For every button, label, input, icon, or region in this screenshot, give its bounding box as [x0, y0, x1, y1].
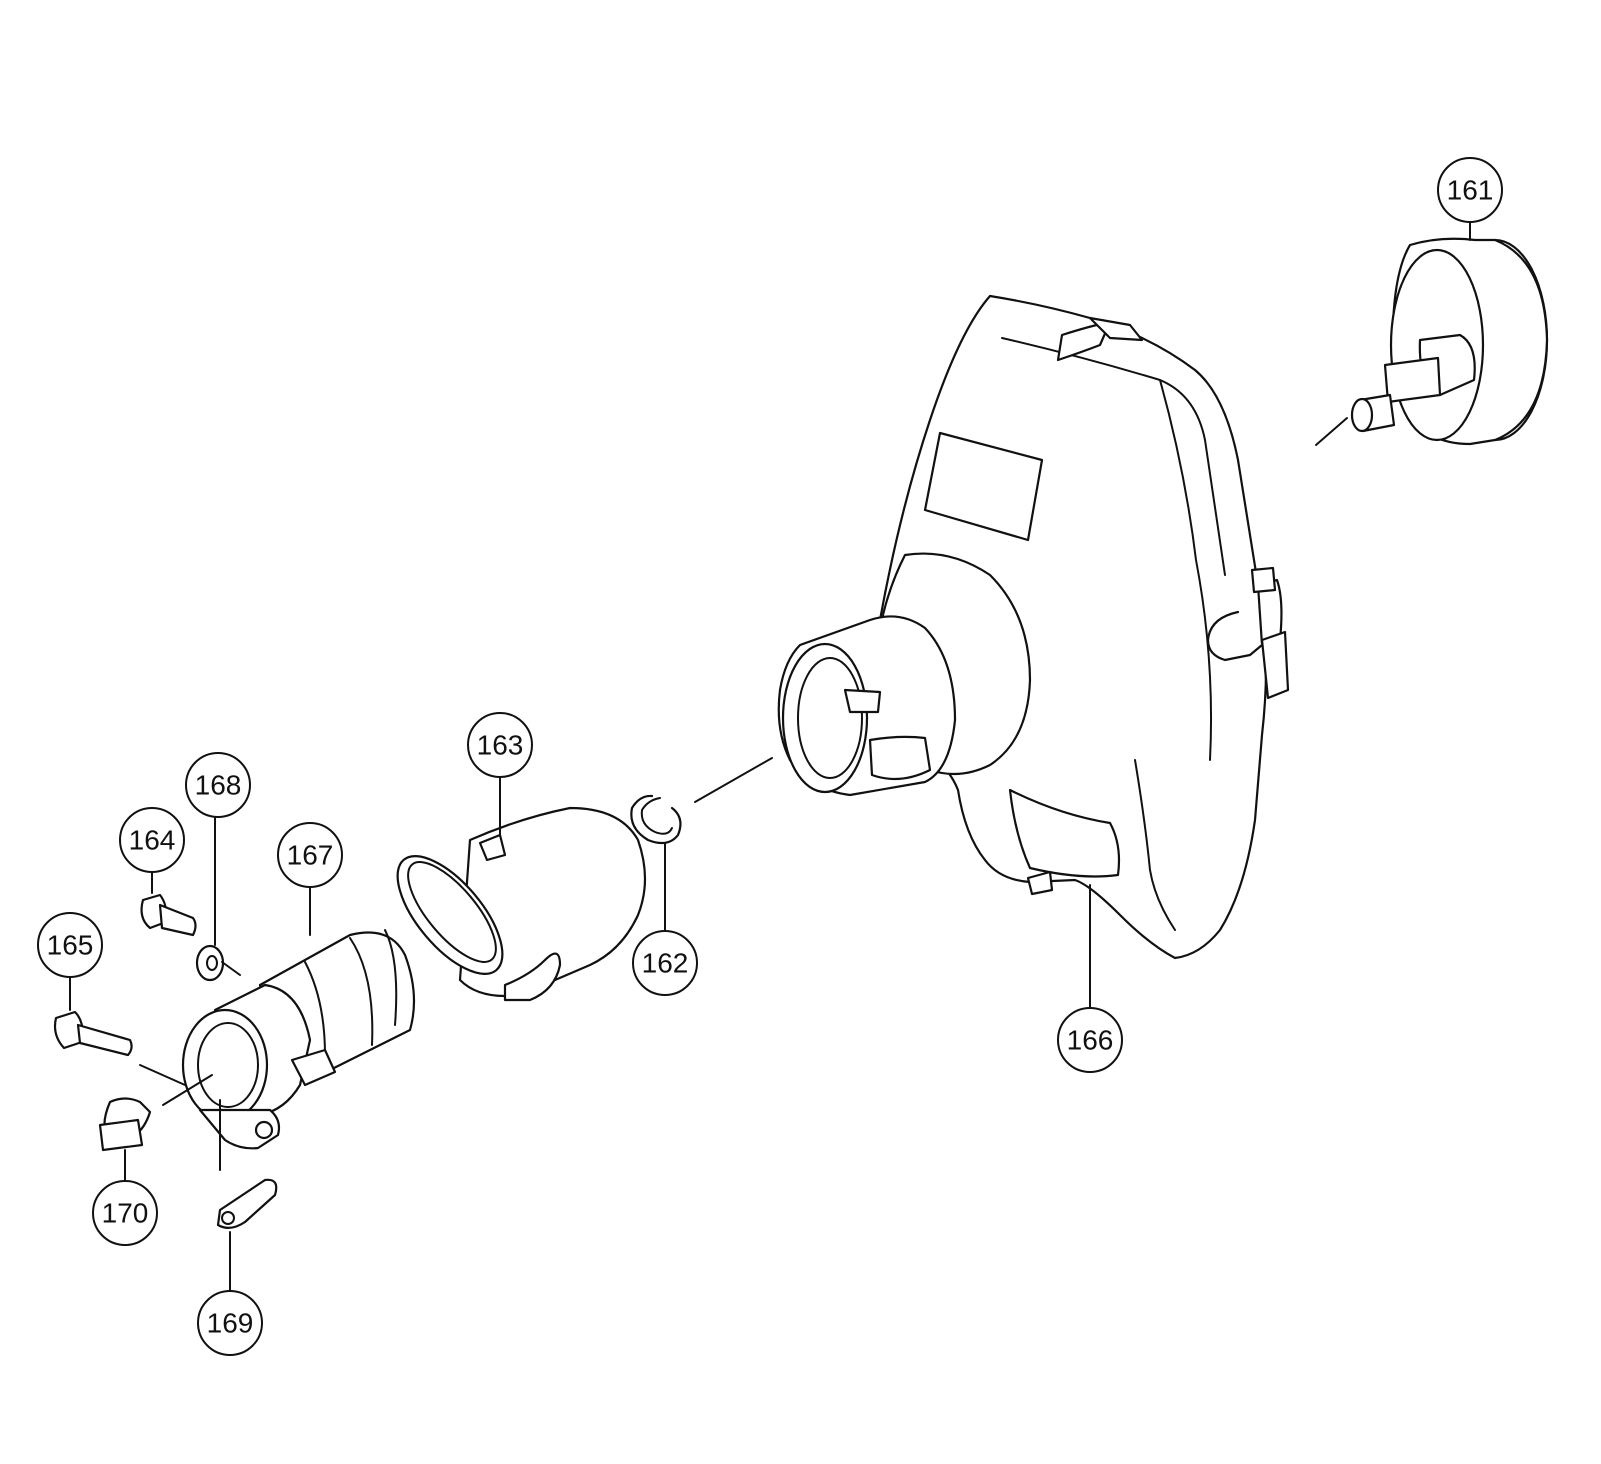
callout-label-167: 167	[287, 840, 334, 871]
callout-label-170: 170	[102, 1198, 149, 1229]
callout-167: 167	[277, 822, 343, 888]
callout-162: 162	[632, 930, 698, 996]
part-166-gear-housing	[694, 294, 1290, 960]
callout-168: 168	[185, 752, 251, 818]
part-165-bolt	[53, 977, 186, 1086]
callout-169: 169	[197, 1290, 263, 1356]
part-168-washer	[195, 817, 241, 982]
callout-label-161: 161	[1447, 175, 1494, 206]
callout-161: 161	[1437, 157, 1503, 223]
callout-leaders	[1089, 221, 1471, 1008]
callout-164: 164	[119, 807, 185, 873]
callout-163: 163	[467, 712, 533, 778]
callout-170: 170	[92, 1180, 158, 1246]
part-163-sleeve	[396, 777, 647, 1002]
part-164-bolt	[140, 872, 197, 937]
callout-label-163: 163	[477, 730, 524, 761]
part-167-clamp-holder	[162, 887, 416, 1150]
part-162-snap-ring	[630, 794, 682, 931]
callout-166: 166	[1057, 1007, 1123, 1073]
part-169-tab-washer	[216, 1099, 278, 1291]
part-161-clutch-drum	[1315, 237, 1549, 446]
callout-label-162: 162	[642, 948, 689, 979]
callout-label-169: 169	[207, 1308, 254, 1339]
callout-165: 165	[37, 912, 103, 978]
callout-label-165: 165	[47, 930, 94, 961]
callout-label-168: 168	[195, 770, 242, 801]
callout-label-164: 164	[129, 825, 176, 856]
callout-label-166: 166	[1067, 1025, 1114, 1056]
part-170-plate	[98, 1097, 152, 1181]
